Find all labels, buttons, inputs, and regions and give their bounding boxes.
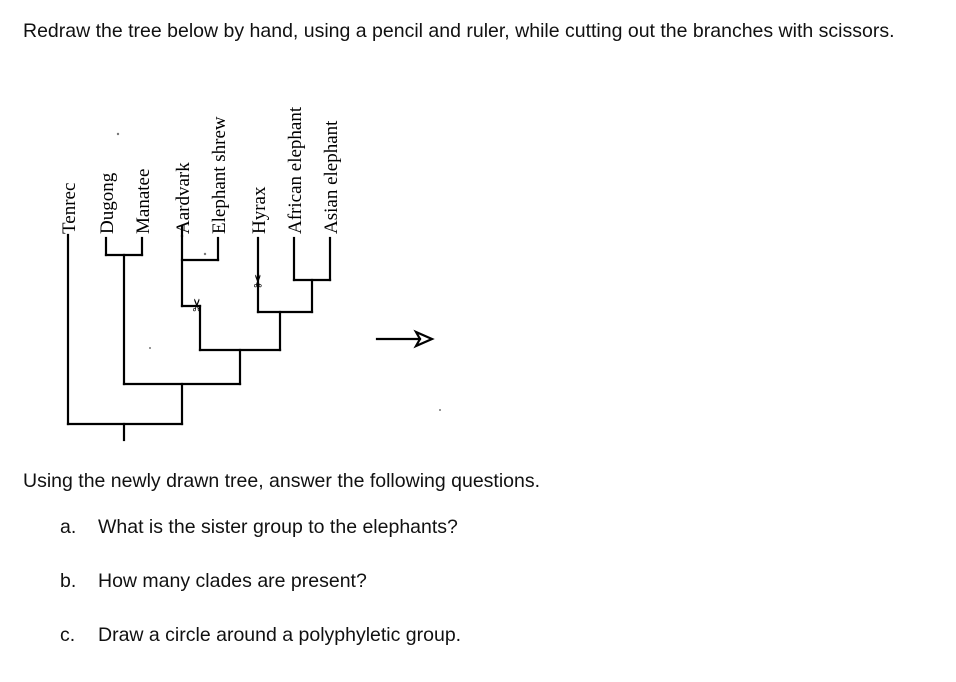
questions-intro: Using the newly drawn tree, answer the f… bbox=[23, 470, 541, 492]
phylogenetic-tree: ✂ ✂ Tenrec Dugong Manatee Aardvark Eleph… bbox=[59, 106, 441, 442]
taxon-label-dugong: Dugong bbox=[97, 172, 118, 234]
question-text: Draw a circle around a polyphyletic grou… bbox=[98, 624, 462, 646]
question-letter: b. bbox=[60, 570, 77, 592]
taxon-label-elephant-shrew: Elephant shrew bbox=[209, 116, 230, 234]
taxon-label-hyrax: Hyrax bbox=[249, 186, 270, 234]
question-b: b. How many clades are present? bbox=[60, 570, 367, 593]
right-arrow-icon bbox=[375, 329, 435, 349]
instructions-text: Redraw the tree below by hand, using a p… bbox=[23, 20, 895, 42]
scissors-icon: ✂ bbox=[249, 274, 269, 288]
taxon-label-manatee: Manatee bbox=[133, 169, 154, 234]
speck-mark bbox=[203, 252, 207, 256]
question-letter: a. bbox=[60, 516, 77, 538]
scissors-icon: ✂ bbox=[188, 298, 208, 312]
taxon-label-tenrec: Tenrec bbox=[59, 183, 80, 234]
question-a: a. What is the sister group to the elepha… bbox=[60, 516, 458, 539]
question-letter: c. bbox=[60, 624, 76, 646]
speck-mark bbox=[116, 132, 120, 136]
question-text: What is the sister group to the elephant… bbox=[98, 516, 458, 538]
taxon-label-aardvark: Aardvark bbox=[173, 162, 194, 234]
taxon-label-african-elephant: African elephant bbox=[285, 106, 306, 234]
question-text: How many clades are present? bbox=[98, 570, 367, 592]
speck-mark bbox=[439, 409, 441, 411]
taxon-label-asian-elephant: Asian elephant bbox=[321, 120, 342, 234]
speck-mark bbox=[149, 347, 151, 349]
question-c: c. Draw a circle around a polyphyletic gr… bbox=[60, 624, 461, 647]
